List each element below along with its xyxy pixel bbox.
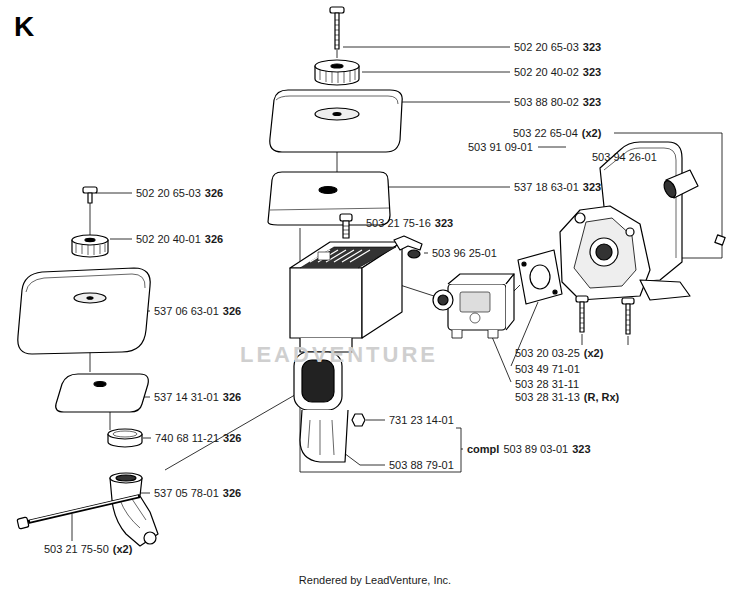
page-letter: K	[14, 12, 34, 42]
kit-code: (x2)	[113, 543, 133, 556]
kit-code: 323	[583, 66, 601, 79]
part-number: 503 20 03-25	[515, 347, 580, 360]
part-number: 503 88 79-01	[389, 459, 454, 472]
part-number: 503 88 80-02	[514, 96, 579, 109]
part-number: 502 20 40-02	[514, 66, 579, 79]
kit-code: (x2)	[584, 347, 604, 360]
gasket	[518, 250, 562, 304]
kit-code: 326	[223, 391, 241, 404]
part-number: 503 91 09-01	[468, 141, 533, 154]
kit-code: 326	[223, 432, 241, 445]
part-number: 537 05 78-01	[154, 487, 219, 500]
part-number: 502 20 65-03	[514, 41, 579, 54]
leader-lines	[72, 47, 722, 541]
part-number: 503 89 03-01	[503, 443, 568, 456]
kit-code: 326	[205, 187, 223, 200]
part-number: 740 68 11-21	[155, 432, 219, 445]
kit-code: 323	[435, 217, 453, 230]
kit-code: 323	[583, 181, 601, 194]
part-number: 537 18 63-01	[514, 181, 579, 194]
kit-code: 326	[223, 487, 241, 500]
sleeve	[662, 170, 698, 199]
part-number: 502 20 40-01	[136, 233, 201, 246]
kit-code: (R, Rx)	[584, 391, 619, 404]
filter-cover	[18, 268, 150, 354]
screw	[330, 7, 344, 49]
kit-code: 323	[572, 443, 590, 456]
carburettor	[433, 274, 514, 338]
knob	[72, 235, 108, 257]
lever	[394, 236, 422, 258]
nut	[352, 414, 365, 426]
part-number: 503 21 75-16	[366, 217, 431, 230]
part-number: 503 22 65-04	[513, 127, 578, 140]
screw	[83, 187, 97, 203]
part-number: 502 20 65-03	[136, 187, 201, 200]
seal-ring	[108, 429, 142, 447]
render-credit: Rendered by LeadVenture, Inc.	[299, 574, 451, 587]
kit-code: 326	[223, 305, 241, 318]
square-nut	[715, 235, 725, 245]
air-filter	[56, 374, 149, 412]
filter-cover	[270, 90, 403, 152]
part-number: 503 21 75-50	[44, 543, 109, 556]
part-number: 503 28 31-13	[515, 391, 580, 404]
part-number: 537 14 31-01	[154, 391, 219, 404]
bolt	[340, 214, 352, 238]
intake-housing	[560, 142, 690, 300]
part-number: 503 96 25-01	[432, 247, 497, 260]
kit-code: (x2)	[582, 127, 602, 140]
kit-code: 323	[583, 41, 601, 54]
part-number: 537 06 63-01	[154, 305, 219, 318]
part-number: 731 23 14-01	[389, 414, 454, 427]
knob	[315, 60, 359, 85]
part-number: 503 49 71-01	[515, 363, 580, 376]
kit-code: 323	[583, 96, 601, 109]
kit-code: 326	[205, 233, 223, 246]
kit-code: compl	[467, 443, 499, 456]
intake-elbow	[110, 473, 158, 546]
part-number: 503 94 26-01	[592, 151, 657, 164]
screws	[576, 296, 634, 334]
watermark: LEADVENTURE	[240, 343, 438, 367]
part-number: 503 28 31-11	[515, 378, 579, 391]
long-bolt	[17, 496, 140, 529]
